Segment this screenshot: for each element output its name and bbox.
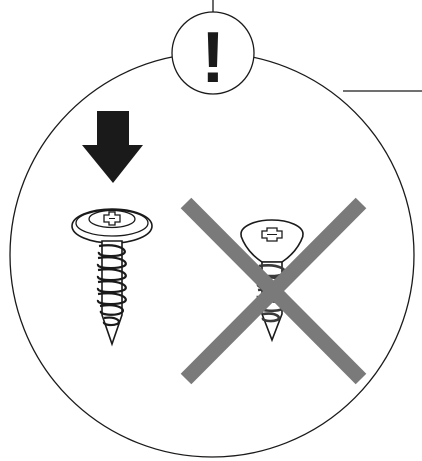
alert-icon: !: [172, 0, 254, 98]
washer-head-screw-icon: [72, 209, 152, 344]
alert-symbol: !: [201, 18, 225, 98]
down-arrow-icon: [82, 111, 143, 183]
instruction-circle: [10, 53, 414, 457]
